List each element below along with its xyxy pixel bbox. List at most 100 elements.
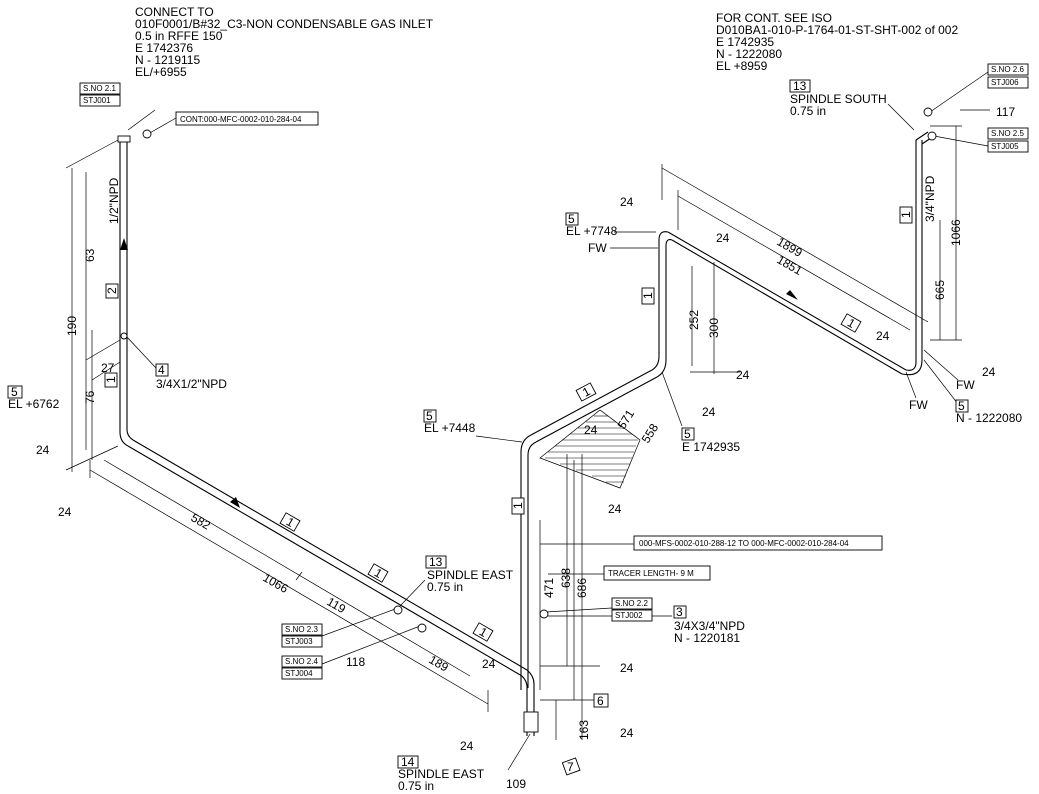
svg-text:EL +8959: EL +8959: [716, 59, 768, 73]
svg-text:24: 24: [36, 443, 50, 457]
callout-spindle-east-14: 14 SPINDLE EAST 0.75 in: [397, 755, 485, 793]
svg-text:300: 300: [707, 318, 721, 338]
svg-text:5: 5: [958, 399, 965, 413]
svg-text:3: 3: [676, 605, 683, 619]
svg-text:TRACER LENGTH- 9 M: TRACER LENGTH- 9 M: [608, 569, 694, 578]
svg-text:1: 1: [511, 502, 525, 509]
weld-tag-2-3: S.NO 2.3 STJ003: [281, 623, 323, 648]
svg-text:3/4X3/4"NPD: 3/4X3/4"NPD: [674, 619, 745, 633]
svg-text:STJ003: STJ003: [285, 637, 313, 646]
weld-tag-2-6: S.NO 2.6 STJ006: [987, 63, 1029, 89]
callout-reducer-4: 4 3/4X1/2"NPD: [155, 363, 227, 391]
weld-joint-stj001: [142, 129, 152, 139]
svg-text:D010BA1-010-P-1764-01-ST-SHT-0: D010BA1-010-P-1764-01-ST-SHT-002 of 002: [716, 23, 958, 37]
svg-text:686: 686: [575, 578, 589, 598]
svg-text:STJ006: STJ006: [991, 78, 1019, 87]
svg-text:EL +7448: EL +7448: [424, 421, 476, 435]
valve-spindle-bottom: [523, 711, 539, 733]
weld-tag-2-4: S.NO 2.4 STJ004: [281, 655, 323, 680]
fw-label-2: FW: [956, 378, 975, 392]
svg-text:000-MFS-0002-010-288-12 TO 00: 000-MFS-0002-010-288-12 TO 000-MFC-0002-…: [639, 539, 849, 548]
svg-text:EL +7748: EL +7748: [566, 224, 618, 238]
svg-text:13: 13: [793, 79, 807, 93]
fw-label-3: FW: [909, 398, 928, 412]
svg-text:N - 1219115: N - 1219115: [135, 53, 200, 67]
end-continuation-note: FOR CONT. SEE ISO D010BA1-010-P-1764-01-…: [716, 11, 958, 73]
svg-text:S.NO 2.5: S.NO 2.5: [991, 129, 1024, 138]
svg-text:24: 24: [716, 231, 730, 245]
svg-text:SPINDLE EAST: SPINDLE EAST: [398, 767, 485, 781]
svg-text:471: 471: [542, 578, 556, 598]
svg-text:0.75 in: 0.75 in: [427, 580, 463, 594]
svg-text:76: 76: [83, 390, 97, 404]
svg-text:1851: 1851: [775, 252, 805, 278]
svg-text:EL +6762: EL +6762: [8, 397, 60, 411]
fw-label-1: FW: [588, 241, 607, 255]
svg-text:5: 5: [11, 385, 18, 399]
svg-text:118: 118: [346, 655, 365, 669]
svg-text:163: 163: [577, 720, 591, 740]
weld-tag-2-1: S.NO 2.1 STJ001: [79, 82, 121, 107]
svg-text:27: 27: [101, 361, 115, 375]
svg-text:E 1742935: E 1742935: [682, 440, 740, 454]
svg-text:010F0001/B#32_C3-NON CONDENSAB: 010F0001/B#32_C3-NON CONDENSABLE GAS INL…: [135, 17, 434, 31]
callout-6: 6: [593, 693, 609, 708]
svg-text:EL/+6955: EL/+6955: [135, 65, 187, 79]
svg-text:0.75 in: 0.75 in: [398, 779, 434, 793]
svg-text:6: 6: [597, 694, 604, 708]
pipe-route: [119, 131, 935, 736]
svg-text:190: 190: [65, 316, 79, 336]
svg-text:S.NO 2.6: S.NO 2.6: [991, 65, 1024, 74]
svg-text:24: 24: [620, 726, 634, 740]
svg-text:24: 24: [702, 405, 716, 419]
svg-text:N - 1222080: N - 1222080: [956, 411, 1022, 425]
svg-text:CONNECT TO: CONNECT TO: [135, 5, 214, 19]
svg-text:5: 5: [426, 409, 433, 423]
svg-text:24: 24: [982, 365, 996, 379]
svg-text:63: 63: [83, 248, 97, 262]
cont-tag: CONT:000-MFC-0002-010-284-04: [175, 111, 319, 126]
flow-arrow-diag-2: [786, 290, 798, 300]
svg-text:1: 1: [899, 211, 913, 218]
svg-text:13: 13: [429, 555, 443, 569]
svg-text:24: 24: [620, 661, 634, 675]
callout-el-7748: 5 EL +7748: [565, 212, 618, 238]
svg-text:N - 1220181: N - 1220181: [674, 631, 740, 645]
callout-e-1742935: 5 E 1742935: [681, 427, 740, 454]
flow-arrow-diag: [230, 497, 240, 508]
svg-text:0.5 in RFFE 150: 0.5 in RFFE 150: [135, 29, 223, 43]
weld-tag-2-5: S.NO 2.5 STJ005: [987, 127, 1029, 153]
svg-text:S.NO 2.3: S.NO 2.3: [285, 625, 318, 634]
svg-text:24: 24: [460, 739, 474, 753]
sloped-plane-hatch: [539, 409, 641, 489]
svg-text:SPINDLE EAST: SPINDLE EAST: [427, 568, 514, 582]
svg-text:N - 1222080: N - 1222080: [716, 47, 782, 61]
callout-spindle-south-13: 13 SPINDLE SOUTH 0.75 in: [789, 79, 887, 118]
svg-text:24: 24: [876, 329, 890, 343]
svg-text:252: 252: [687, 310, 701, 330]
svg-text:5: 5: [684, 427, 691, 441]
svg-text:24: 24: [608, 502, 622, 516]
svg-text:24: 24: [482, 657, 496, 671]
svg-text:STJ001: STJ001: [83, 96, 111, 105]
weld-joint-stj006: [923, 107, 933, 117]
callout-el-7448: 5 EL +7448: [423, 409, 476, 435]
svg-text:5: 5: [568, 212, 575, 226]
npd-label-left: 1/2"NPD: [107, 177, 121, 224]
svg-text:117: 117: [996, 105, 1015, 119]
svg-text:4: 4: [158, 363, 165, 377]
svg-text:3/4X1/2"NPD: 3/4X1/2"NPD: [156, 377, 227, 391]
svg-text:24: 24: [620, 195, 634, 209]
flange-top-left: [117, 135, 131, 143]
svg-text:CONT:000-MFC-0002-010-284-04: CONT:000-MFC-0002-010-284-04: [180, 115, 302, 124]
weld-joint-stj003: [393, 605, 403, 615]
tracer-length-tag: TRACER LENGTH- 9 M: [603, 565, 711, 581]
weld-joint-stj004: [417, 623, 427, 633]
svg-text:1066: 1066: [949, 219, 963, 246]
start-connection-note: CONNECT TO 010F0001/B#32_C3-NON CONDENSA…: [135, 5, 434, 79]
svg-text:14: 14: [401, 755, 415, 769]
svg-text:2: 2: [105, 287, 119, 294]
weld-joint-stj002: [539, 609, 549, 619]
svg-text:189: 189: [427, 652, 452, 674]
